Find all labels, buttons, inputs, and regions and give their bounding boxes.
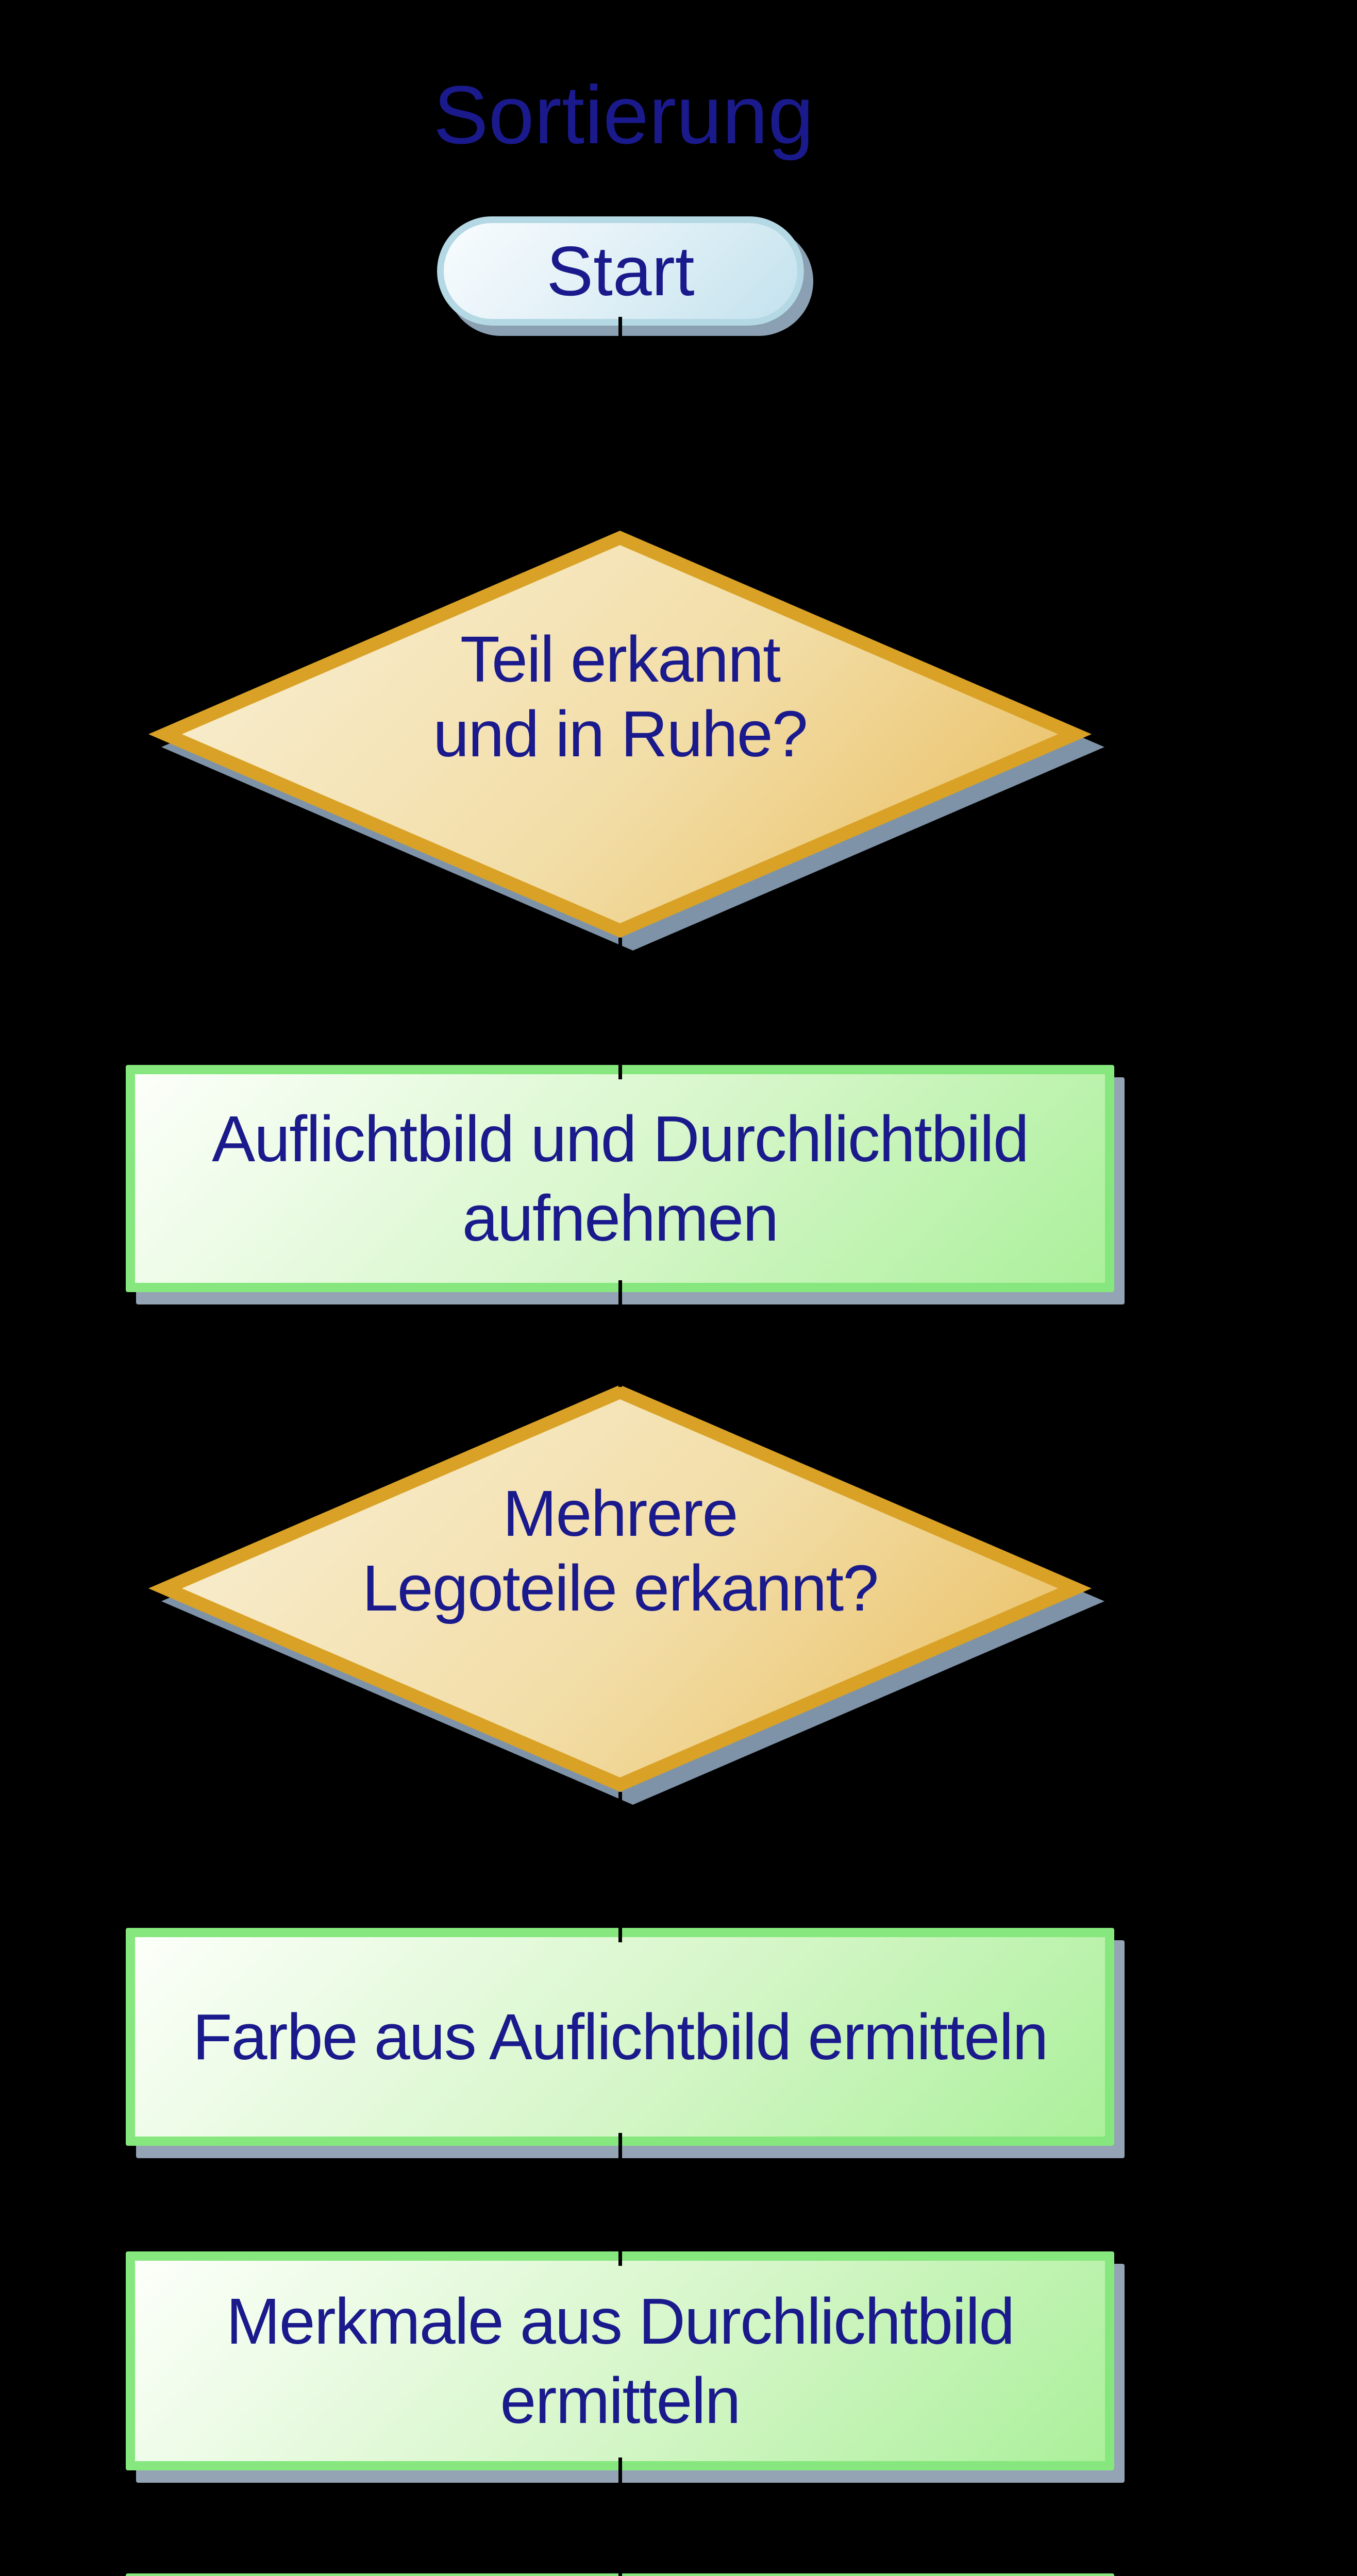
node-label-start: Start	[546, 232, 695, 310]
node-label-decision-1: Teil erkannt und in Ruhe?	[433, 623, 808, 770]
connector-process-1-to-decision-2	[618, 1280, 622, 1387]
page-title: Sortierung	[433, 69, 814, 161]
connector-decision-1-to-process-1	[618, 938, 622, 1079]
flowchart-node-process-2: Farbe aus Auflichtbild ermitteln	[126, 1928, 1114, 2146]
flowchart-node-process-1: Auflichtbild und Durchlichtbild aufnehme…	[126, 1065, 1114, 1292]
connector-start-to-decision-1	[618, 317, 622, 531]
connector-process-3-to-process-4	[618, 2458, 622, 2576]
node-label-process-4: Fachnummer aus Datenbank ermitteln und a…	[214, 2569, 1028, 2576]
node-label-decision-2: Mehrere Legoteile erkannt?	[362, 1477, 879, 1624]
node-label-process-1: Auflichtbild und Durchlichtbild aufnehme…	[212, 1102, 1029, 1255]
node-label-process-3: Merkmale aus Durchlichtbild ermitteln	[226, 2284, 1015, 2437]
connector-process-2-to-process-3	[618, 2133, 622, 2266]
flowchart-node-decision-2: Mehrere Legoteile erkannt?	[148, 1385, 1104, 1805]
flowchart-node-process-3: Merkmale aus Durchlichtbild ermitteln	[126, 2251, 1114, 2470]
flowchart-node-start: Start	[437, 216, 804, 326]
node-label-process-2: Farbe aus Auflichtbild ermitteln	[192, 2000, 1049, 2073]
connector-decision-2-to-process-2	[618, 1792, 622, 1942]
flowchart-node-decision-1: Teil erkannt und in Ruhe?	[148, 531, 1104, 951]
